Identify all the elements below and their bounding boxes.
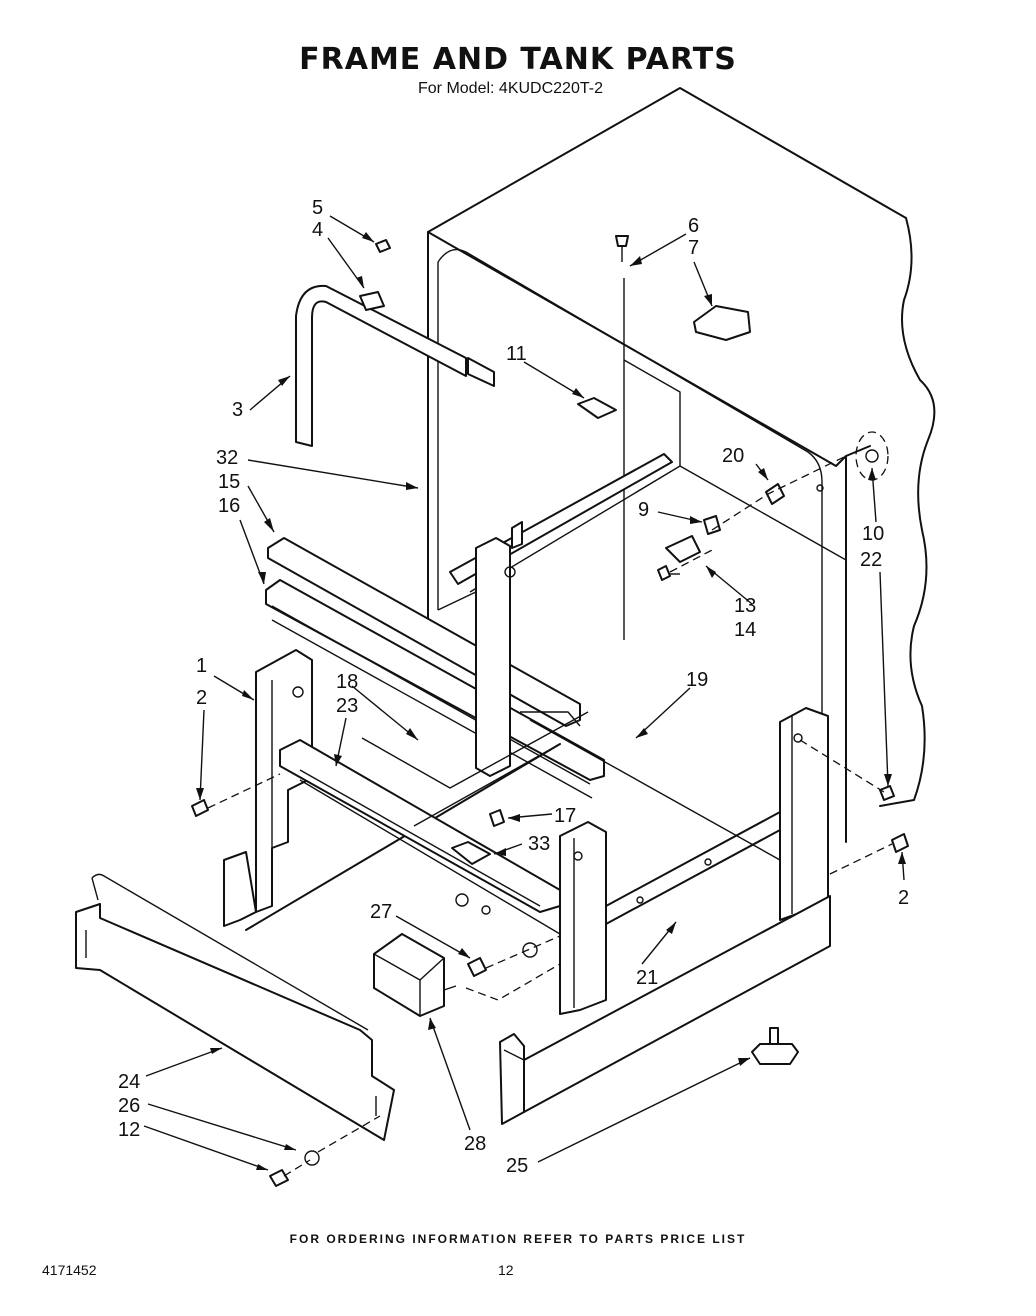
base-plinth [499,895,831,1125]
callout-25: 25 [506,1155,528,1177]
model-subtitle: For Model: 4KUDC220T-2 [418,80,603,97]
right-front-post [559,821,607,1015]
callout-labels: 5 4 3 6 7 11 32 15 16 20 9 10 22 13 14 1… [118,197,909,1177]
screw-2-right [891,833,909,853]
callout-4: 4 [312,219,323,241]
callout-7: 7 [688,237,699,259]
callout-21: 21 [636,967,658,989]
center-brace [361,537,589,827]
part-13-bracket [665,535,701,563]
leader-arrowheads [196,232,906,1170]
callout-32: 32 [216,447,238,469]
right-rear-post [779,707,829,921]
screw-5 [375,239,391,253]
callout-17: 17 [554,805,576,827]
part-9-clip [703,515,721,535]
tank-body [427,87,936,900]
part-25-leveling-leg [751,1027,799,1065]
callout-18: 18 [336,671,358,693]
callout-24: 24 [118,1071,140,1093]
part-21-bottom-beam [605,811,781,925]
clip-7 [693,305,751,341]
assembly-alignment-lines [207,455,893,1177]
callout-33: 33 [528,833,550,855]
part-28-electrical-box [373,933,457,1017]
callout-3: 3 [232,399,243,421]
page-title: FRAME AND TANK PARTS [299,42,737,77]
part-33-pad [451,841,491,865]
part-15-rail [267,537,581,727]
part-19-rear-beam [520,711,781,861]
callout-14: 14 [734,619,756,641]
callout-26: 26 [118,1095,140,1117]
callout-11: 11 [506,343,527,365]
callout-20: 20 [722,445,744,467]
callout-1: 1 [196,655,207,677]
screw-2-left [191,799,209,817]
callout-6: 6 [688,215,699,237]
callout-13: 13 [734,595,756,617]
page-number: 12 [498,1262,514,1278]
callout-27: 27 [370,901,392,923]
screw-6 [615,235,629,262]
callout-19: 19 [686,669,708,691]
screw-22 [879,785,895,801]
screw-12 [269,1169,289,1187]
screw-14 [657,565,671,581]
part-16-track [265,579,605,799]
callout-22: 22 [860,549,882,571]
callout-2-left: 2 [196,687,207,709]
clip-11 [577,397,617,419]
part-1-left-side-frame [223,649,561,931]
callout-9: 9 [638,499,649,521]
callout-16: 16 [218,495,240,517]
callout-5: 5 [312,197,323,219]
document-number: 4171452 [42,1262,97,1278]
callout-15: 15 [218,471,240,493]
screw-27 [467,957,487,977]
callout-28: 28 [464,1133,486,1155]
part-24-kick-panel [75,873,395,1141]
callout-23: 23 [336,695,358,717]
screw-17 [489,809,505,827]
part-3-handle-loop [295,284,495,447]
callout-2-right: 2 [898,887,909,909]
washer-26 [304,1150,320,1166]
callout-12: 12 [118,1119,140,1141]
callout-10: 10 [862,523,884,545]
ordering-info-note: FOR ORDERING INFORMATION REFER TO PARTS … [289,1232,747,1246]
